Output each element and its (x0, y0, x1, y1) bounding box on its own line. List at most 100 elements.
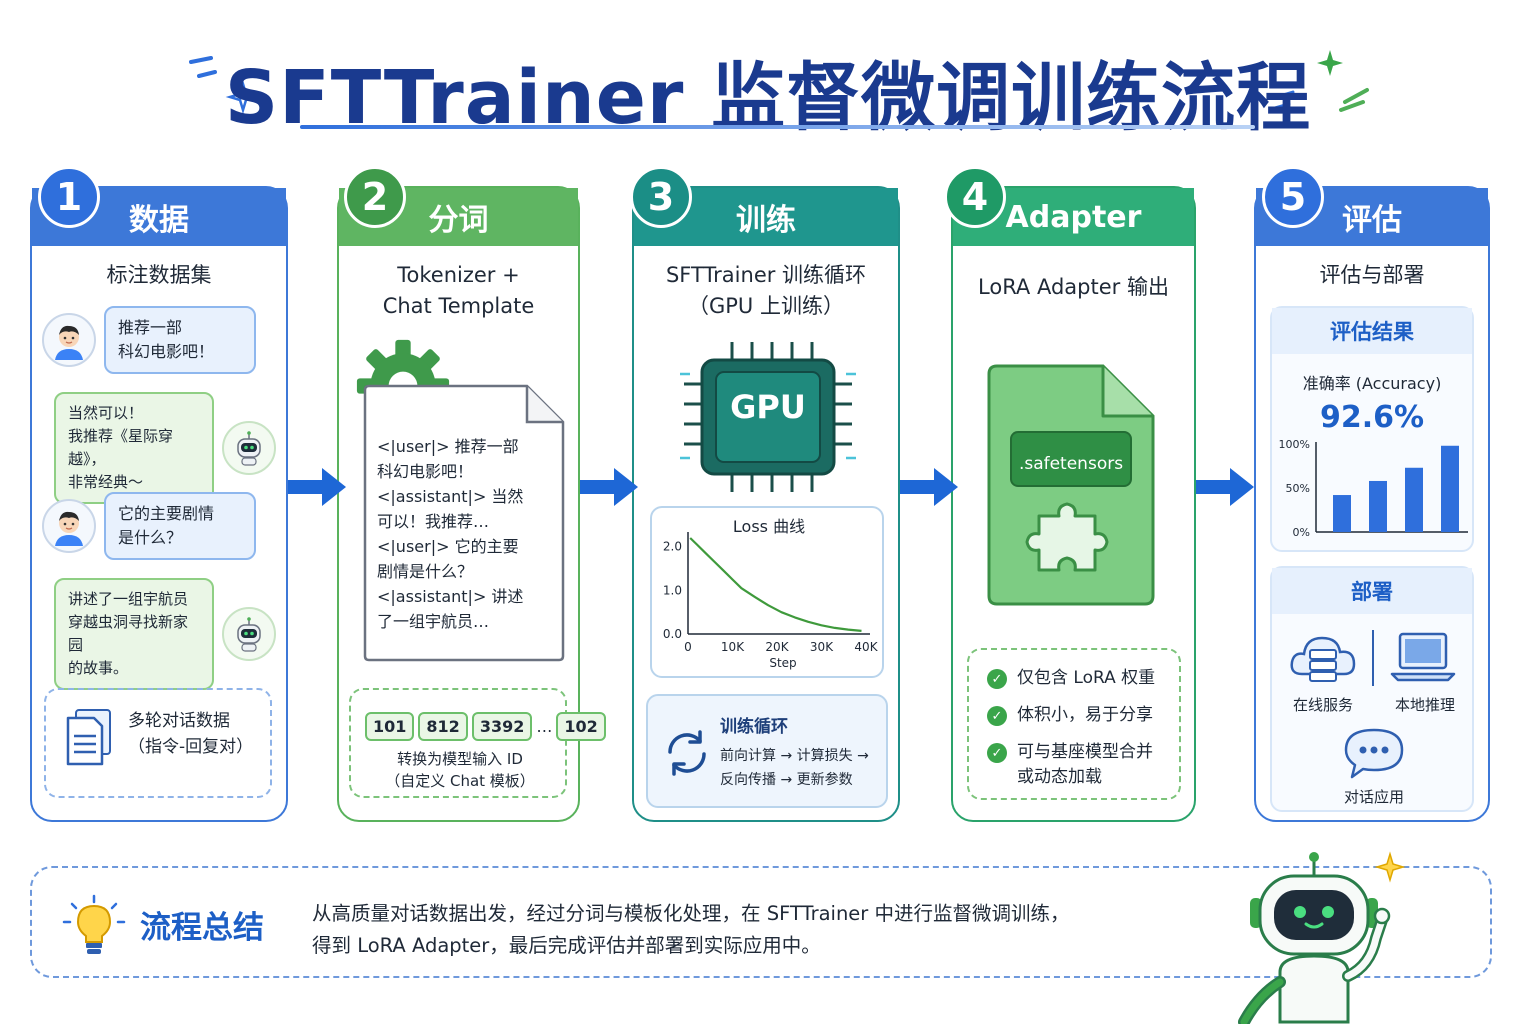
check-icon: ✓ (987, 706, 1007, 726)
documents-icon (66, 709, 111, 766)
accuracy-bar (1405, 467, 1423, 532)
file-label: .safetensors (1018, 454, 1124, 474)
template-document-icon (363, 384, 565, 662)
feature-item: ✓ 体积小，易于分享 (987, 703, 1179, 728)
flow-arrow-icon (288, 468, 346, 506)
y-tick-label: 2.0 (663, 540, 682, 554)
chart-title: Loss 曲线 (733, 517, 805, 536)
deploy-item-label: 对话应用 (1343, 788, 1404, 806)
safetensors-file-icon (987, 364, 1155, 606)
deployment-title: 部署 (1272, 568, 1472, 614)
token-ellipsis: … (536, 717, 553, 736)
lightbulb-icon (62, 894, 126, 954)
summary-box: 流程总结 从高质量对话数据出发，经过分词与模板化处理，在 SFTTrainer … (30, 866, 1492, 978)
token-id: 812 (418, 712, 468, 741)
training-loop-steps: 前向计算 → 计算损失 → 反向传播 → 更新参数 (720, 748, 869, 788)
feature-item: ✓ 可与基座模型合并 或动态加载 (987, 740, 1179, 790)
loss-chart-panel: Loss 曲线 0.0 1.0 2.0 0 10K 20K 30K 40K Step (650, 506, 884, 678)
evaluation-panel: 评估结果 准确率 (Accuracy) 92.6% 0%50%100% (1270, 306, 1474, 552)
step-card-training: 训练 SFTTrainer 训练循环 （GPU 上训练） GPU Loss 曲线… (632, 186, 900, 822)
step-card-tokenize: 分词 Tokenizer + Chat Template <|user|> 推荐… (337, 186, 606, 822)
feature-text: 可与基座模型合并 或动态加载 (1017, 742, 1153, 787)
x-tick-label: 10K (721, 640, 745, 654)
accuracy-bar (1333, 495, 1351, 532)
training-loop-title: 训练循环 (720, 717, 788, 737)
accuracy-bar-chart: 0%50%100% (1279, 438, 1468, 539)
cloud-server-icon (1290, 636, 1356, 682)
sparkle-decoration-right (1271, 50, 1369, 112)
user-avatar-icon (42, 313, 96, 367)
title-underline (300, 125, 1255, 129)
chat-message-user: 推荐一部 科幻电影吧！ (42, 306, 256, 374)
step-number-badge: 5 (1262, 166, 1324, 228)
token-ids-caption: 转换为模型输入 ID （自定义 Chat 模板） (385, 750, 535, 790)
summary-text: 从高质量对话数据出发，经过分词与模板化处理，在 SFTTrainer 中进行监督… (312, 902, 1070, 957)
chat-bubble: 讲述了一组宇航员 穿越虫洞寻找新家园 的故事。 (54, 578, 214, 690)
chat-message-bot: 讲述了一组宇航员 穿越虫洞寻找新家园 的故事。 (54, 578, 276, 690)
accuracy-bar (1369, 480, 1387, 532)
laptop-icon (1390, 632, 1456, 682)
y-tick-label: 1.0 (663, 583, 682, 597)
chat-bubble: 推荐一部 科幻电影吧！ (104, 306, 256, 374)
gpu-label: GPU (730, 388, 806, 426)
x-tick-label: 20K (765, 640, 789, 654)
refresh-cycle-icon (668, 730, 706, 776)
chat-bubble: 当然可以！ 我推荐《星际穿越》， 非常经典～ (54, 392, 214, 504)
step-label: 训练 (736, 203, 796, 238)
chat-bubble-icon (1344, 728, 1404, 779)
y-tick-label: 0.0 (663, 627, 682, 641)
feature-text: 体积小，易于分享 (1017, 705, 1153, 725)
robot-avatar-icon (222, 421, 276, 475)
x-tick-label: 0 (684, 640, 692, 654)
token-id: 3392 (471, 712, 533, 741)
feature-text: 仅包含 LoRA 权重 (1017, 668, 1156, 688)
flow-arrow-icon (900, 468, 958, 506)
y-tick-label: 0% (1293, 526, 1310, 539)
step-number-badge: 3 (630, 166, 692, 228)
step-subtitle: SFTTrainer 训练循环 （GPU 上训练） (665, 263, 867, 318)
user-avatar-icon (42, 499, 96, 553)
y-tick-label: 50% (1286, 482, 1310, 495)
dataset-description: 多轮对话数据 （指令-回复对） (128, 711, 254, 757)
step-label: 数据 (129, 203, 189, 238)
adapter-features-box: ✓仅包含 LoRA 权重 ✓ 体积小，易于分享 ✓ 可与基座模型合并 或动态加载 (967, 648, 1181, 800)
dataset-info-box: 多轮对话数据 （指令-回复对） (44, 688, 272, 798)
step-label: 评估 (1342, 203, 1402, 238)
step-subtitle: LoRA Adapter 输出 (978, 275, 1169, 299)
x-axis-label: Step (769, 656, 796, 670)
token-id: 101 (365, 712, 415, 741)
robot-mascot-icon (1238, 851, 1406, 1024)
step-card-evaluation: 评估 评估与部署 评估结果 准确率 (Accuracy) 92.6% 0% 50%… (1254, 186, 1490, 822)
training-loop-panel: 训练循环 前向计算 → 计算损失 → 反向传播 → 更新参数 (646, 694, 888, 808)
x-tick-label: 40K (854, 640, 878, 654)
step-number-badge: 1 (38, 166, 100, 228)
gpu-chip-icon (680, 342, 856, 492)
accuracy-bar (1441, 445, 1459, 532)
step-label: Adapter (1005, 199, 1142, 235)
step-card-data: 数据 标注数据集 推荐一部 科幻电影吧！ 当然可以！ 我推荐《星际穿越》， 非常… (30, 186, 288, 822)
metric-label: 准确率 (Accuracy) (1302, 374, 1442, 393)
divider (1372, 630, 1374, 686)
chat-message-bot: 当然可以！ 我推荐《星际穿越》， 非常经典～ (54, 392, 276, 504)
chat-bubble: 它的主要剧情 是什么？ (104, 492, 256, 560)
step-subtitle: 评估与部署 (1319, 263, 1425, 287)
flow-arrow-icon (580, 468, 638, 506)
flow-arrow-icon (1196, 468, 1254, 506)
chat-template-text: <|user|> 推荐一部 科幻电影吧！ <|assistant|> 当然 可以… (377, 437, 524, 631)
check-icon: ✓ (987, 743, 1007, 763)
loss-line (689, 537, 862, 632)
evaluation-title: 评估结果 (1272, 308, 1472, 354)
robot-avatar-icon (222, 607, 276, 661)
metric-value: 92.6% (1319, 400, 1425, 435)
step-number-badge: 2 (344, 166, 406, 228)
x-tick-label: 30K (810, 640, 834, 654)
chat-message-user: 它的主要剧情 是什么？ (42, 492, 256, 560)
deploy-item-label: 本地推理 (1394, 696, 1455, 714)
deployment-panel: 部署 在线服务 本地推理 对话应用 (1270, 566, 1474, 812)
step-subtitle: 标注数据集 (106, 263, 212, 287)
summary-title: 流程总结 (140, 910, 264, 946)
feature-item: ✓仅包含 LoRA 权重 (987, 666, 1179, 691)
